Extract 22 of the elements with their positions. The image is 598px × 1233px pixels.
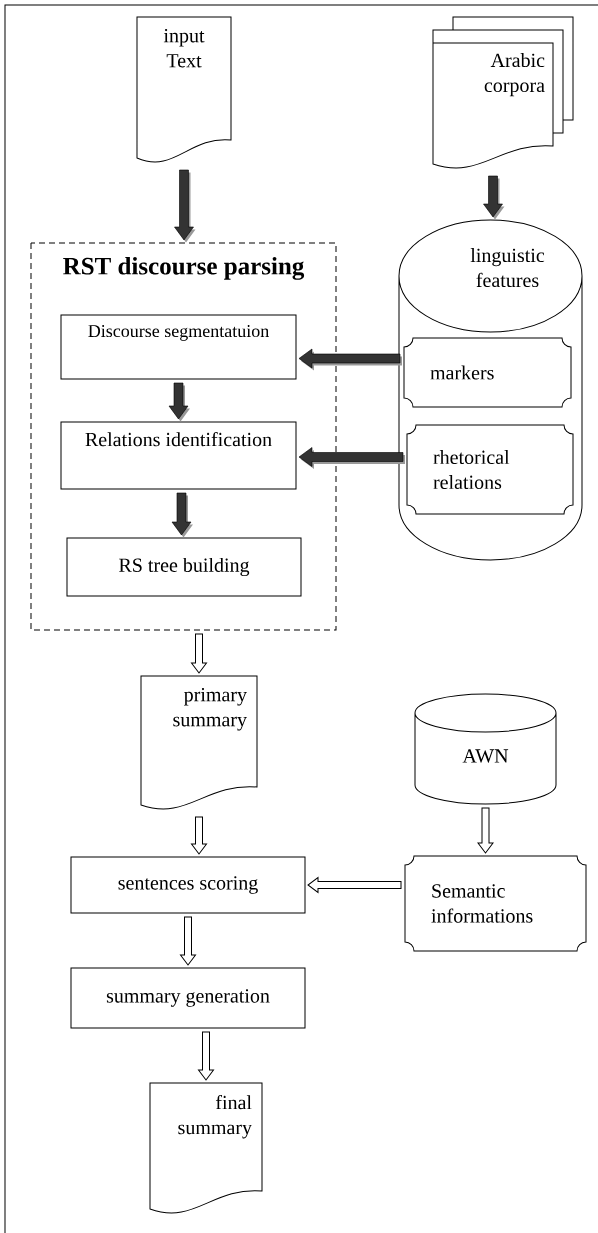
stacked-documents: Arabic corpora: [432, 16, 574, 169]
block-arrow: [168, 382, 190, 422]
process-box: sentences scoring: [70, 856, 306, 914]
block-arrow: [198, 1031, 214, 1081]
block-arrow: [180, 916, 196, 966]
block-arrow: [477, 807, 494, 854]
process-box: summary generation: [70, 967, 306, 1029]
block-arrow: [171, 492, 193, 538]
plaque-box: markers: [403, 337, 572, 408]
block-arrow: [191, 816, 207, 855]
process-box: Discourse segmentatuion: [60, 314, 297, 380]
plaque-box: Semantic informations: [404, 855, 587, 952]
database-cylinder: AWN: [414, 693, 557, 805]
block-arrow: [174, 169, 196, 243]
block-arrow: [307, 877, 402, 893]
block-arrow: [191, 633, 207, 674]
process-box: RS tree building: [66, 537, 302, 597]
block-arrow: [483, 175, 505, 220]
plaque-box: rhetorical relations: [406, 424, 574, 515]
block-arrow: [298, 348, 402, 371]
block-arrow: [298, 447, 405, 469]
process-box: Relations identification: [60, 421, 297, 490]
